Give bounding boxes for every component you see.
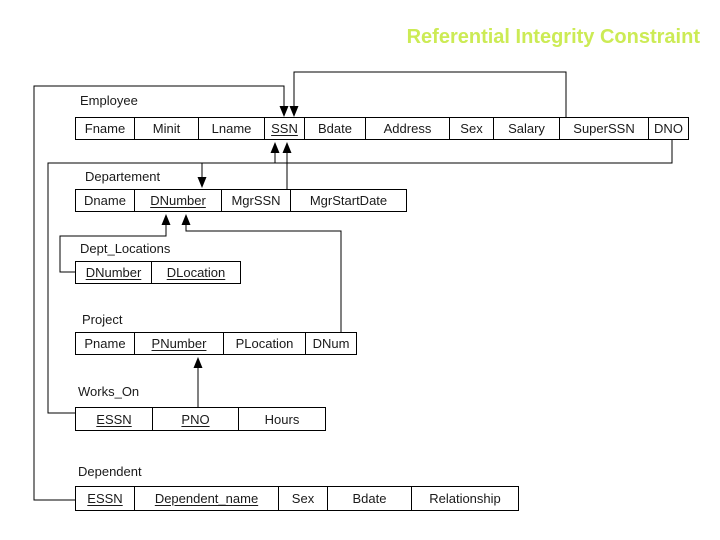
column-cell-bdate: Bdate	[304, 117, 366, 140]
fk-arrowhead-dependent-essn-to-ssn	[279, 106, 289, 117]
slide-title: Referential Integrity Constraint	[406, 26, 700, 48]
column-cell-dname: Dname	[75, 189, 135, 212]
table-title-project: Project	[82, 312, 123, 327]
fk-arrowhead-superssn-to-ssn	[289, 106, 299, 117]
column-cell-salary: Salary	[493, 117, 560, 140]
table-title-employee: Employee	[80, 93, 138, 108]
column-cell-fname: Fname	[75, 117, 135, 140]
table-departement: Dname DNumber MgrSSN MgrStartDate	[75, 189, 407, 212]
column-cell-hours: Hours	[238, 407, 326, 431]
fk-arrowhead-dno-to-dnumber	[197, 177, 207, 188]
column-cell-address: Address	[365, 117, 450, 140]
column-cell-minit: Minit	[134, 117, 199, 140]
column-cell-dep-sex: Sex	[278, 486, 328, 511]
fk-line-dno-to-dnumber	[201, 140, 673, 177]
column-cell-dnumber: DNumber	[134, 189, 222, 212]
table-dependent: ESSN Dependent_name Sex Bdate Relationsh…	[75, 486, 519, 511]
fk-arrowhead-dept-locations-to-dnumber	[161, 214, 171, 225]
column-cell-dnum: DNum	[305, 332, 357, 355]
column-cell-dep-essn: ESSN	[75, 486, 135, 511]
column-cell-lname: Lname	[198, 117, 265, 140]
column-cell-pname: Pname	[75, 332, 135, 355]
column-cell-mgrssn: MgrSSN	[221, 189, 291, 212]
column-cell-wo-essn: ESSN	[75, 407, 153, 431]
column-cell-dep-bdate: Bdate	[327, 486, 412, 511]
column-cell-sex: Sex	[449, 117, 494, 140]
column-cell-dependent-name: Dependent_name	[134, 486, 279, 511]
table-title-dependent: Dependent	[78, 464, 142, 479]
column-cell-pno: PNO	[152, 407, 239, 431]
table-title-dept-locations: Dept_Locations	[80, 241, 171, 256]
column-cell-mgrstartdate: MgrStartDate	[290, 189, 407, 212]
table-works-on: ESSN PNO Hours	[75, 407, 326, 431]
fk-arrowhead-pno-to-pnumber	[193, 357, 203, 368]
fk-arrowhead-mgrssn-to-ssn	[282, 142, 292, 153]
column-cell-dl-dnumber: DNumber	[75, 261, 152, 284]
table-dept-locations: DNumber DLocation	[75, 261, 241, 284]
table-project: Pname PNumber PLocation DNum	[75, 332, 357, 355]
table-title-departement: Departement	[85, 169, 161, 184]
column-cell-pnumber: PNumber	[134, 332, 224, 355]
column-cell-ssn: SSN	[264, 117, 305, 140]
column-cell-superssn: SuperSSN	[559, 117, 649, 140]
column-cell-dlocation: DLocation	[151, 261, 241, 284]
table-title-works-on: Works_On	[78, 384, 140, 399]
column-cell-dno: DNO	[648, 117, 689, 140]
column-cell-plocation: PLocation	[223, 332, 306, 355]
fk-line-superssn-to-ssn	[293, 71, 567, 117]
fk-line-dependent-essn-to-ssn	[33, 85, 285, 501]
column-cell-relationship: Relationship	[411, 486, 519, 511]
table-employee: Fname Minit Lname SSN Bdate Address Sex …	[75, 117, 689, 140]
fk-arrowhead-works-on-essn-to-ssn	[270, 142, 280, 153]
fk-arrowhead-dnum-to-dnumber	[181, 214, 191, 225]
